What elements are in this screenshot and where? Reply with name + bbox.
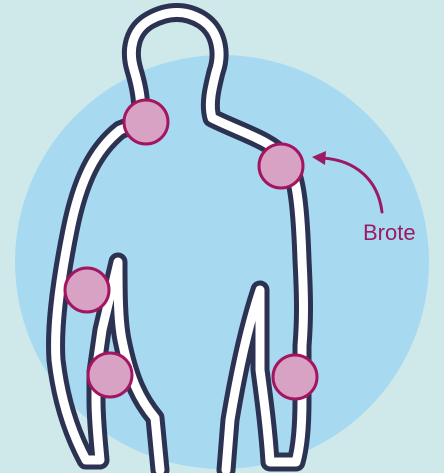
annotation-label: Brote: [363, 220, 416, 245]
left-shoulder-spot: [259, 144, 303, 188]
right-elbow-spot: [65, 268, 109, 312]
left-wrist-spot: [273, 355, 317, 399]
right-wrist-spot: [88, 353, 132, 397]
right-shoulder-spot: [124, 100, 168, 144]
